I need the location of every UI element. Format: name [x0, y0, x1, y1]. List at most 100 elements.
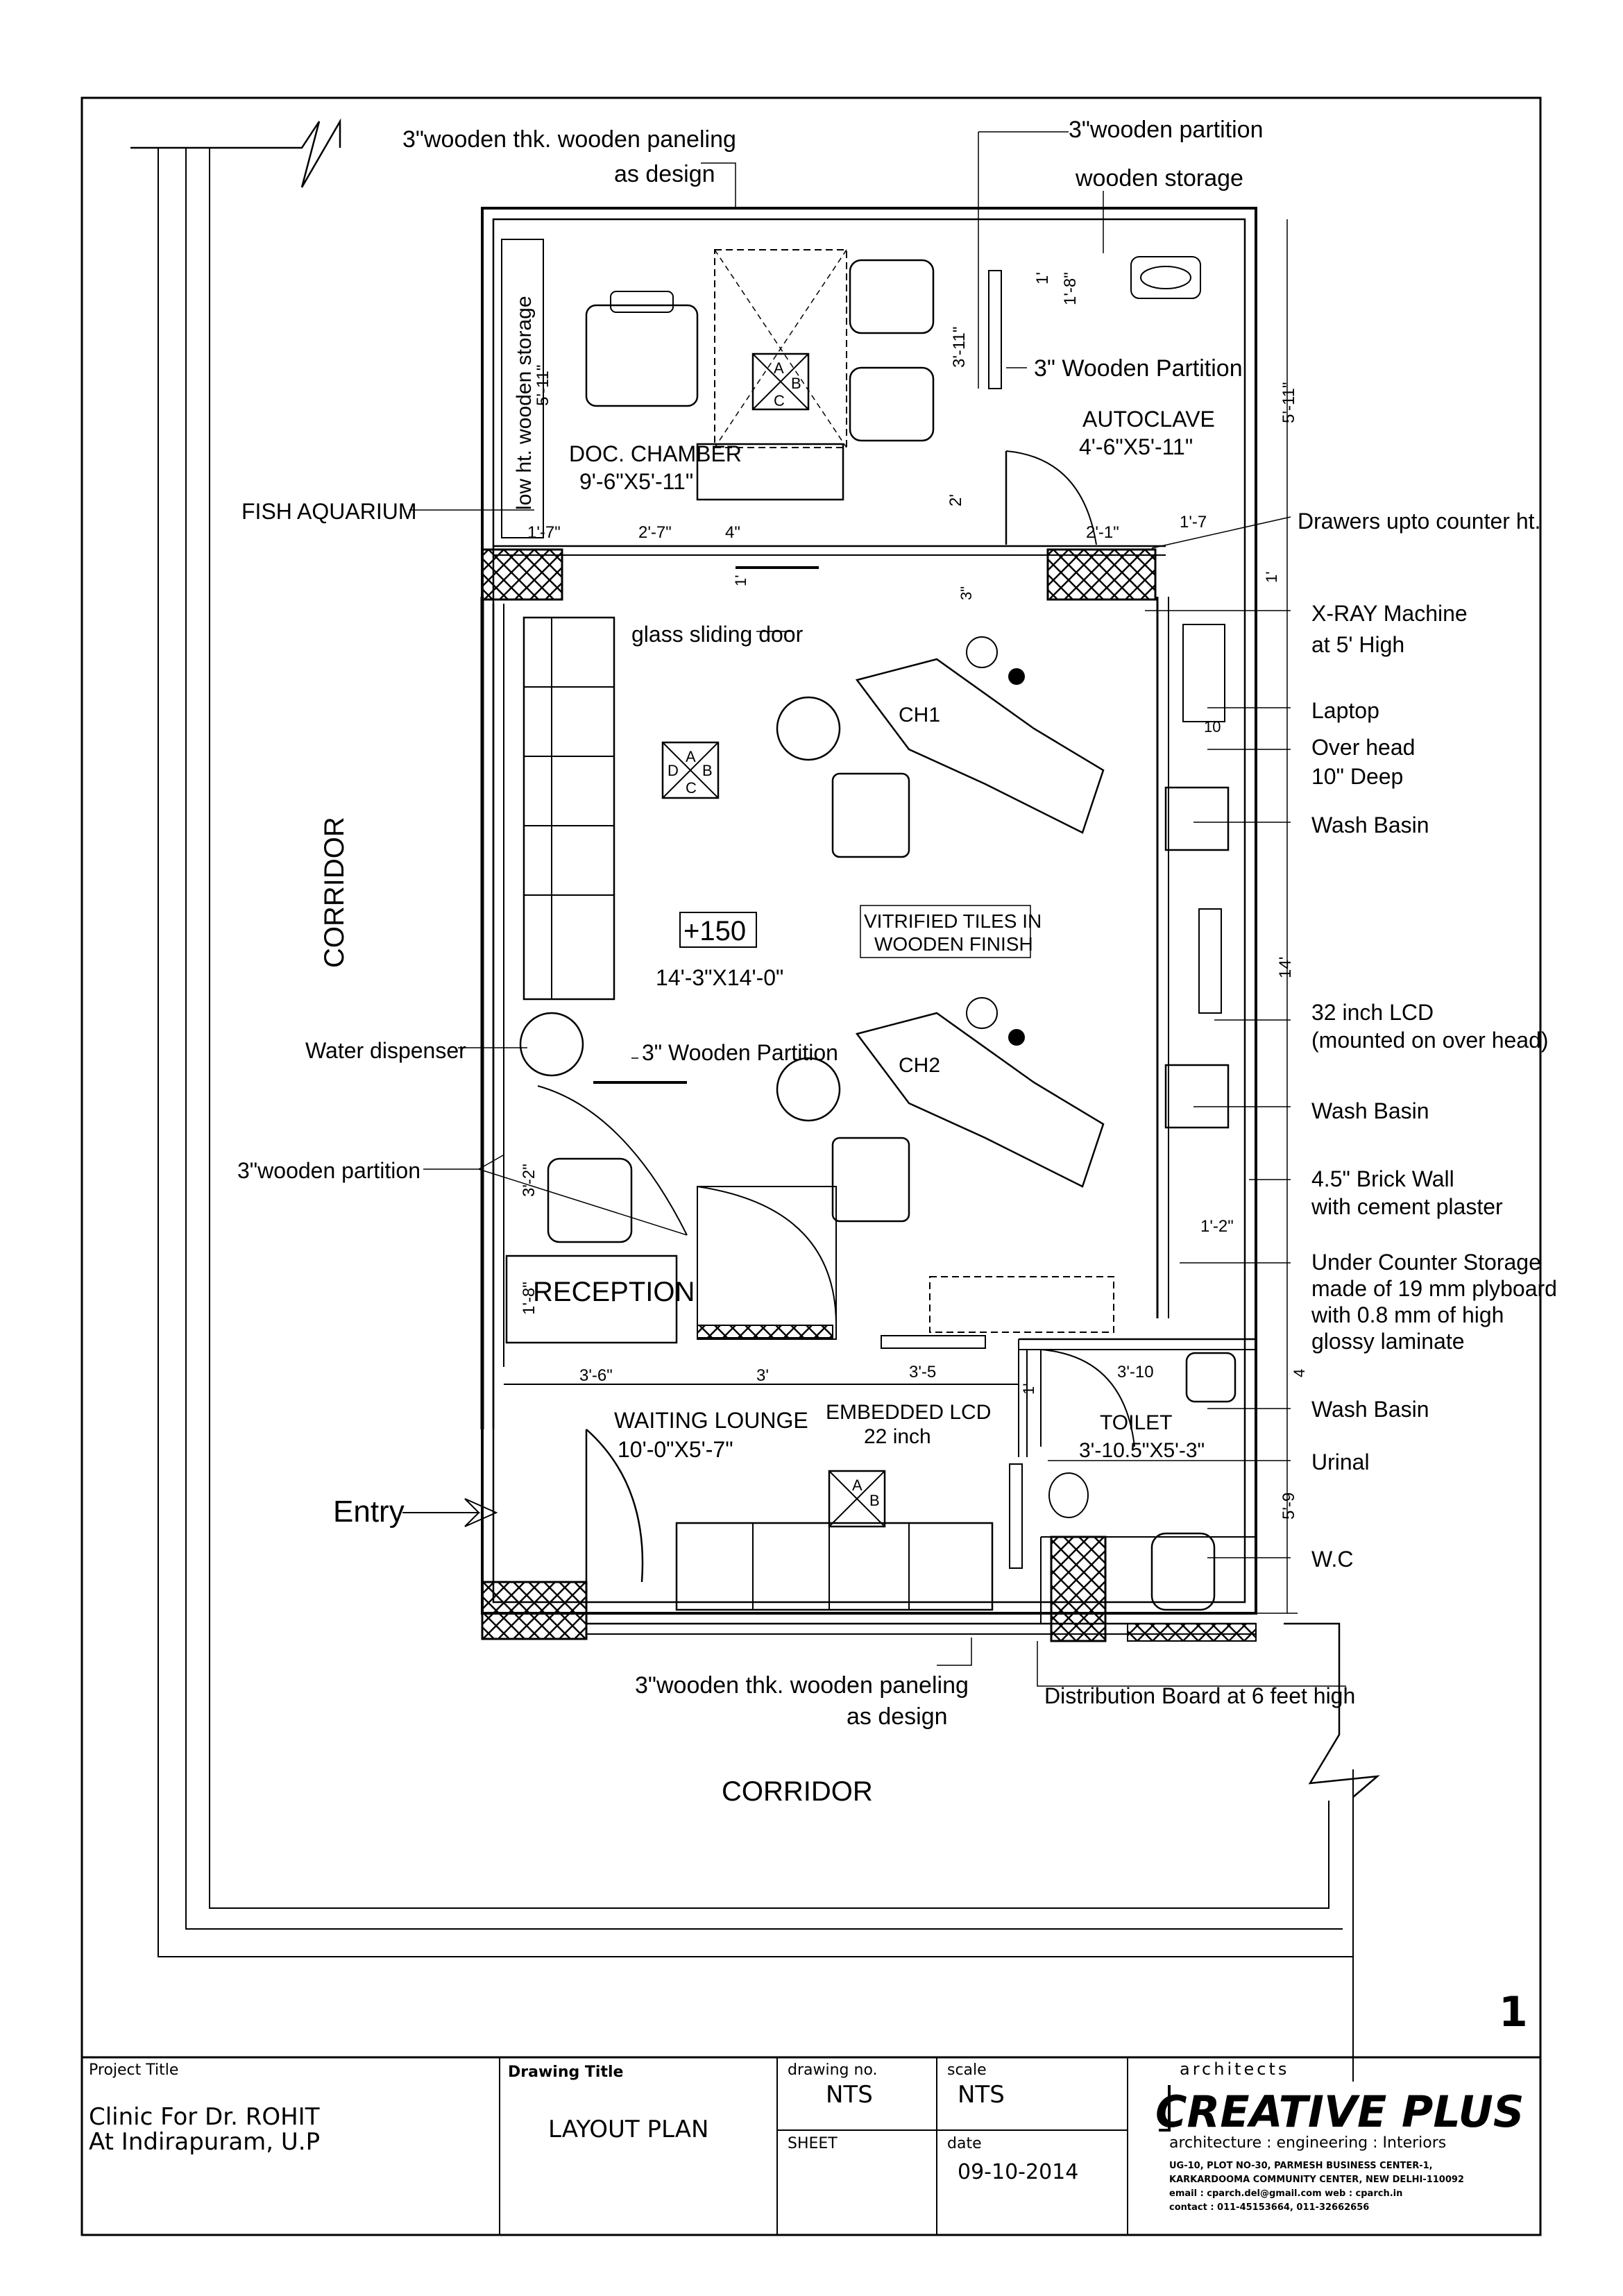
label-paneling-bot-2: as design — [847, 1703, 948, 1730]
label-main-size: 14'-3"X14'-0" — [656, 965, 783, 990]
label-water-dispenser: Water dispenser — [305, 1038, 466, 1063]
dim-1ft-door: 1' — [732, 575, 749, 586]
label-lcd-2: (mounted on over head) — [1311, 1028, 1549, 1053]
sym-c-2: C — [686, 779, 697, 797]
dental-chair-ch1 — [776, 636, 1105, 858]
sym-a-1: A — [774, 359, 784, 377]
drawing-title: LAYOUT PLAN — [548, 2116, 708, 2143]
label-paneling-top-2: as design — [614, 161, 715, 187]
label-doc-chamber: DOC. CHAMBER — [569, 441, 742, 466]
firm-contact-2: contact : 011-45153664, 011-32662656 — [1169, 2202, 1369, 2213]
label-entry: Entry — [333, 1495, 405, 1529]
sym-b-2: B — [702, 762, 713, 779]
title-block: Project Title Clinic For Dr. ROHIT At In… — [89, 2059, 1524, 2213]
label-distribution-board: Distribution Board at 6 feet high — [1044, 1683, 1355, 1708]
label-brick-wall-1: 4.5" Brick Wall — [1311, 1166, 1454, 1191]
dim-3-10: 3'-10 — [1117, 1363, 1154, 1381]
label-autoclave: AUTOCLAVE — [1082, 407, 1215, 432]
sym-d-2: D — [668, 762, 679, 779]
dim-1-7-half: 1'-7 — [1180, 513, 1207, 532]
dim-2-7: 2'-7" — [638, 523, 672, 542]
label-partition-top: 3"wooden partition — [1069, 117, 1263, 143]
drawing-title-label: Drawing Title — [508, 2064, 623, 2081]
label-level: +150 — [683, 916, 746, 946]
label-wash-basin-1: Wash Basin — [1311, 813, 1429, 837]
label-tiles-1: VITRIFIED TILES IN — [864, 910, 1042, 932]
dim-3ft: 3' — [756, 1366, 769, 1385]
dental-chair-ch2 — [776, 997, 1105, 1223]
columns — [481, 548, 1257, 1642]
dim-3-6: 3'-6" — [579, 1366, 613, 1385]
corridor-lines — [130, 118, 1380, 2082]
title-block-lines — [82, 2056, 1540, 2235]
dim-3-5: 3'-5 — [909, 1363, 936, 1381]
dim-1ft-top: 1' — [1033, 272, 1052, 284]
project-title-1: Clinic For Dr. ROHIT — [89, 2103, 320, 2131]
switch-symbol-clinic — [661, 741, 720, 799]
label-wc: W.C — [1311, 1547, 1353, 1572]
dim-2-1: 2'-1" — [1086, 523, 1119, 542]
label-embedded-lcd-2: 22 inch — [864, 1425, 931, 1448]
dim-5-11-right: 5'-11" — [1280, 382, 1298, 423]
sym-c-1: C — [774, 392, 785, 409]
dim-1-half: 1' — [1020, 1384, 1037, 1395]
date-label: date — [947, 2135, 982, 2152]
level-box — [679, 912, 757, 948]
lower-furniture — [505, 1157, 1237, 1611]
label-ch2: CH2 — [899, 1054, 940, 1077]
dim-5-11-left: 5'-11" — [534, 365, 552, 406]
label-fish-aquarium: FISH AQUARIUM — [241, 499, 416, 524]
label-brick-wall-2: with cement plaster — [1311, 1194, 1503, 1219]
label-urinal: Urinal — [1311, 1449, 1370, 1474]
label-glass-door: glass sliding door — [631, 622, 804, 647]
sheet-number: 1 — [1499, 1988, 1528, 2036]
label-wooden-storage: wooden storage — [1075, 165, 1243, 192]
project-title-2: At Indirapuram, U.P — [89, 2128, 320, 2156]
scale-value: NTS — [958, 2081, 1005, 2109]
sym-a-3: A — [852, 1477, 863, 1494]
label-wooden-partition-left: 3"wooden partition — [237, 1158, 420, 1183]
label-under-counter-4: glossy laminate — [1311, 1329, 1465, 1354]
label-wooden-partition-mid: 3" Wooden Partition — [1034, 355, 1243, 382]
label-paneling-bot-1: 3"wooden thk. wooden paneling — [635, 1672, 969, 1699]
scale-label: scale — [947, 2061, 987, 2079]
architects-label: architects — [1180, 2059, 1289, 2079]
drawing-no: NTS — [826, 2081, 873, 2109]
label-overhead-1: Over head — [1311, 735, 1415, 760]
label-doc-chamber-size: 9'-6"X5'-11" — [579, 469, 693, 494]
label-under-counter-1: Under Counter Storage — [1311, 1250, 1541, 1275]
dim-3-11: 3'-11" — [950, 327, 969, 368]
label-drawers: Drawers upto counter ht. — [1298, 509, 1540, 534]
firm-tagline: architecture : engineering : Interiors — [1169, 2134, 1446, 2152]
leader-lines — [402, 131, 1346, 1687]
dim-10-half: 10 — [1204, 718, 1221, 735]
dim-4in: 4" — [725, 523, 740, 542]
label-corridor-bottom: CORRIDOR — [722, 1776, 873, 1807]
dim-1ft-mid: 1' — [1263, 572, 1280, 583]
label-paneling-top-1: 3"wooden thk. wooden paneling — [402, 126, 736, 153]
dim-14: 14' — [1276, 957, 1295, 978]
dim-1-8b: 1'-8" — [520, 1282, 538, 1315]
label-tiles-2: WOODEN FINISH — [874, 933, 1033, 955]
label-wash-basin-2: Wash Basin — [1311, 1098, 1429, 1123]
dimension-text: 1' 1'-8" 3'-11" 5'-11" 5'-11" 2' 1'-7" 2… — [520, 272, 1308, 1520]
label-wash-basin-3: Wash Basin — [1311, 1397, 1429, 1422]
label-corridor-left: CORRIDOR — [319, 817, 350, 968]
label-toilet: TOILET — [1100, 1411, 1172, 1434]
clinic-furniture — [519, 616, 1230, 1349]
label-overhead-2: 10" Deep — [1311, 764, 1403, 789]
label-toilet-size: 3'-10.5"X5'-3" — [1079, 1439, 1205, 1462]
drawing-no-label: drawing no. — [788, 2061, 878, 2079]
date-value: 09-10-2014 — [958, 2160, 1078, 2184]
switch-symbol-lounge — [828, 1470, 886, 1528]
dim-1-7: 1'-7" — [527, 523, 561, 542]
switch-symbol-chamber — [751, 352, 810, 411]
sym-b-1: B — [791, 375, 801, 392]
doc-chamber-furniture — [501, 239, 1201, 538]
label-low-storage: low ht. wooden storage — [513, 296, 536, 510]
dim-4-half: 4 — [1291, 1369, 1308, 1377]
label-under-counter-2: made of 19 mm plyboard — [1311, 1276, 1557, 1301]
label-xray-1: X-RAY Machine — [1311, 601, 1468, 626]
label-ch1: CH1 — [899, 704, 940, 726]
